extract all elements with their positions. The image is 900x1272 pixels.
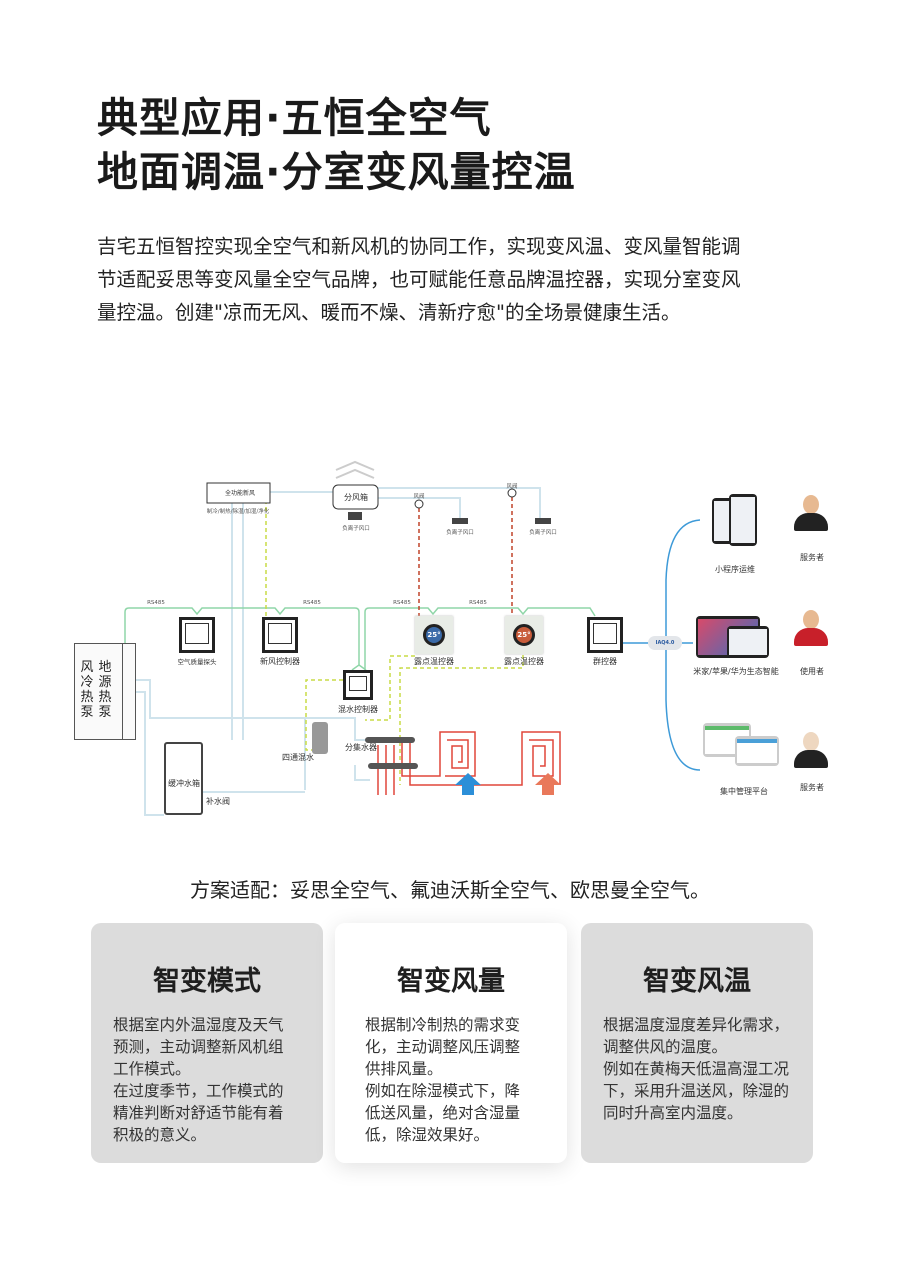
ion-outlet-label: 负离子风口 — [342, 526, 370, 532]
ecosystem-label: 米家/苹果/华为生态智能 — [693, 667, 779, 676]
thermostat-reading: 25° — [423, 624, 445, 646]
card-body: 根据制冷制热的需求变 化，主动调整风压调整 供排风量。 例如在除湿模式下，降 低… — [357, 1014, 545, 1146]
card-line: 例如在黄梅天低温高湿工况 — [603, 1060, 790, 1078]
card-line: 在过度季节，工作模式的 — [113, 1082, 284, 1100]
card-line: 工作模式。 — [113, 1060, 191, 1078]
damper-label: 风阀 — [413, 494, 425, 500]
card-line: 例如在除湿模式下，降 — [365, 1082, 521, 1100]
rs485-label: RS485 — [303, 600, 321, 606]
card-line: 精准判断对舒适节能有着 — [113, 1104, 284, 1122]
compatibility-text: 方案适配：妥思全空气、氟迪沃斯全空气、欧思曼全空气。 — [190, 878, 710, 902]
damper-label: 风阀 — [506, 484, 518, 490]
rs485-label: RS485 — [469, 600, 487, 606]
mixing-controller — [343, 670, 373, 700]
page-title-line1: 典型应用·五恒全空气 — [97, 94, 492, 142]
group-controller-label: 群控器 — [593, 657, 617, 666]
dew-thermostat-label: 露点温控器 — [414, 657, 454, 666]
card-title: 智变风量 — [397, 966, 505, 997]
intro-paragraph: 吉宅五恒智控实现全空气和新风机的协同工作，实现变风温、变风量智能调 节适配妥思等… — [97, 230, 813, 329]
card-body: 根据室内外温湿度及天气 预测，主动调整新风机组 工作模式。 在过度季节，工作模式… — [113, 1014, 301, 1146]
servicer-label: 服务者 — [800, 783, 824, 792]
cloud-iaq: IAQ4.0 — [648, 636, 682, 650]
card-line: 下，采用升温送风，除湿的 — [603, 1082, 790, 1100]
phone-icon — [729, 494, 757, 546]
user-label: 使用者 — [800, 667, 824, 676]
mixing-controller-label: 混水控制器 — [338, 705, 378, 714]
fresh-air-controller-label: 新风控制器 — [260, 657, 300, 666]
card-line: 根据室内外温湿度及天气 — [113, 1016, 284, 1034]
card-title: 智变风温 — [643, 966, 751, 997]
fresh-air-controller — [262, 617, 298, 653]
intro-line: 量控温。创建"凉而无风、暖而不燥、清新疗愈"的全场景健康生活。 — [97, 301, 681, 324]
ion-outlet-label: 负离子风口 — [446, 530, 474, 536]
heat-pump-air-label: 风冷热泵 — [80, 660, 94, 720]
fresh-air-unit-label: 全功能新风 — [224, 490, 256, 497]
air-distributor-label: 分风箱 — [344, 493, 368, 502]
air-quality-sensor-label: 空气质量探头 — [177, 658, 217, 666]
thermostat-reading: 25° — [513, 624, 535, 646]
dew-thermostat-label: 露点温控器 — [504, 657, 544, 666]
dew-thermostat-blue: 25° — [415, 616, 453, 654]
card-line: 化，主动调整风压调整 — [365, 1038, 521, 1056]
card-line: 低，除湿效果好。 — [365, 1126, 490, 1144]
makeup-valve-label: 补水阀 — [206, 797, 230, 806]
rs485-label: RS485 — [147, 600, 165, 606]
four-way-mixing-label: 四通混水 — [282, 753, 314, 762]
card-line: 积极的意义。 — [113, 1126, 207, 1144]
card-line: 调整供风的温度。 — [603, 1038, 728, 1056]
air-quality-sensor — [179, 617, 215, 653]
card-title: 智变模式 — [153, 966, 261, 997]
card-line: 同时升高室内温度。 — [603, 1104, 743, 1122]
monitor-icon — [735, 736, 779, 766]
buffer-tank: 缓冲水箱 — [164, 742, 203, 815]
card-line: 供排风量。 — [365, 1060, 443, 1078]
card-line: 根据温度湿度差异化需求， — [603, 1016, 790, 1034]
ion-outlet-label: 负离子风口 — [529, 530, 557, 536]
mini-program-label: 小程序运维 — [715, 565, 755, 574]
card-line: 预测，主动调整新风机组 — [113, 1038, 284, 1056]
diagram-connections — [124, 460, 701, 816]
card-line: 根据制冷制热的需求变 — [365, 1016, 521, 1034]
card-body: 根据温度湿度差异化需求， 调整供风的温度。 例如在黄梅天低温高湿工况 下，采用升… — [603, 1014, 791, 1124]
dew-thermostat-orange: 25° — [505, 616, 543, 654]
servicer-avatar — [794, 495, 828, 531]
card-line: 低送风量，绝对含湿量 — [365, 1104, 521, 1122]
user-avatar — [794, 610, 828, 646]
card-smart-mode: 智变模式 根据室内外温湿度及天气 预测，主动调整新风机组 工作模式。 在过度季节… — [91, 923, 323, 1163]
system-diagram: 全功能新风 制冷/制热/除湿/加湿/净化 分风箱 负离子风口 负离子风口 负离子… — [0, 440, 900, 830]
heat-pump-ground-label: 地源热泵 — [98, 660, 112, 720]
rs485-label: RS485 — [393, 600, 411, 606]
intro-line: 吉宅五恒智控实现全空气和新风机的协同工作，实现变风温、变风量智能调 — [97, 235, 741, 258]
buffer-tank-label: 缓冲水箱 — [168, 779, 200, 788]
heat-pump: 风冷热泵 地源热泵 — [74, 643, 136, 740]
card-smart-airflow: 智变风量 根据制冷制热的需求变 化，主动调整风压调整 供排风量。 例如在除湿模式… — [335, 923, 567, 1163]
page-title-line2: 地面调温·分室变风量控温 — [97, 148, 576, 196]
manifold-label: 分集水器 — [345, 743, 377, 752]
servicer-avatar — [794, 732, 828, 768]
servicer-label: 服务者 — [800, 553, 824, 562]
card-smart-air-temp: 智变风温 根据温度湿度差异化需求， 调整供风的温度。 例如在黄梅天低温高湿工况 … — [581, 923, 813, 1163]
fresh-air-functions: 制冷/制热/除湿/加湿/净化 — [206, 509, 270, 515]
group-controller — [587, 617, 623, 653]
platform-label: 集中管理平台 — [720, 787, 768, 796]
intro-line: 节适配妥思等变风量全空气品牌，也可赋能任意品牌温控器，实现分室变风 — [97, 268, 741, 291]
tablet-icon — [727, 626, 769, 658]
